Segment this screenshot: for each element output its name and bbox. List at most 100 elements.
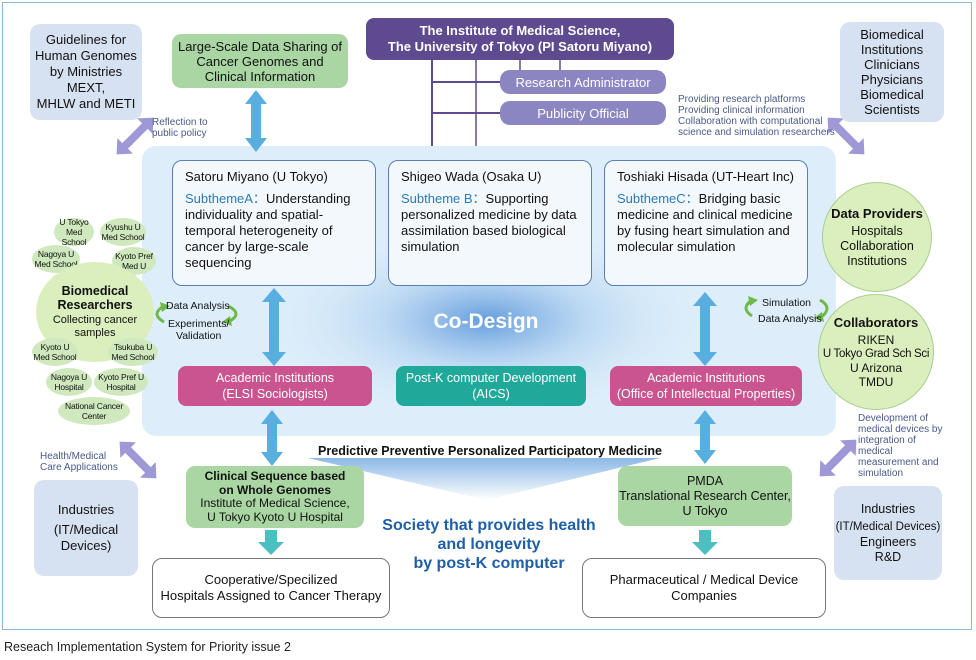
pmda-box: PMDA Translational Research Center, U To… [618,466,792,526]
collaborators-circle: Collaborators RIKEN U Tokyo Grad Sch Sci… [818,294,934,410]
theme-c-name: Toshiaki Hisada (UT-Heart Inc) [617,169,794,184]
collaborators-line: TMDU [858,375,894,389]
theme-c-text: Bridging basic medicine and clinical med… [617,191,793,254]
data-providers-title: Data Providers [831,205,923,221]
society-line: and longevity [437,536,541,553]
oval-line: Tsukuba U [113,342,153,352]
guidelines-box: Guidelines for Human Genomes by Ministri… [30,24,142,120]
health-apps-note: Health/Medical Care Applications [40,451,118,473]
collaborators-line: RIKEN [857,333,895,347]
right-loop-top: Simulation [762,297,812,309]
data-providers-line: Collaboration [840,238,914,253]
researchers-subtitle: Collecting cancer [52,314,138,326]
academic-right-line: Academic Institutions [646,371,766,385]
bio-inst-line: Scientists [864,102,920,117]
oval-line: Nagoya U [37,249,75,259]
oval-line: Hospital [54,382,84,392]
bio-inst-line: Biomedical [860,87,924,102]
arrow-industries-left [119,441,157,479]
pmda-line: PMDA [686,473,724,488]
institute-line1: The Institute of Medical Science, [419,23,621,38]
coop-hospitals-line: Hospitals Assigned to Cancer Therapy [160,588,382,603]
loop-line: Experiments/ [168,318,230,330]
arrow-themeC-academic [693,292,717,366]
bio-institutions-box: Biomedical Institutions Clinicians Physi… [840,22,944,122]
guidelines-line: MHLW and METI [36,96,136,111]
industries-right-line: (IT/Medical Devices) [835,520,941,533]
society-line: Society that provides health [382,517,596,534]
society-line: by post-K computer [413,555,565,572]
oval-line: Kyoto U [40,342,70,352]
subtheme-b-box: Shigeo Wada (Osaka U) Subtheme B：Support… [388,160,592,286]
arrow-datasharing [245,90,267,152]
note-line: Collaboration with computational [678,116,823,127]
industries-right-box: Industries (IT/Medical Devices) Engineer… [834,486,942,580]
oval-line: National Cancer [65,401,123,411]
industries-right-line: R&D [874,549,902,564]
oval-line: Med School [33,352,77,362]
theme-a-name: Satoru Miyano (U Tokyo) [185,169,328,184]
oval-line: Med U [121,261,147,271]
academic-left-line: Academic Institutions [215,371,335,385]
oval-line: Nagoya U [50,372,88,382]
loop-line: Validation [175,330,222,342]
oval-line: Center [81,411,107,421]
bio-inst-line: Institutions [860,42,924,57]
data-providers-line: Hospitals [851,223,903,238]
note-line: measurement and [858,457,939,468]
left-loop-bottom: Experiments/ Validation [168,318,229,342]
arrow-themeA-academic [262,288,286,366]
researchers-title: Biomedical [61,284,129,298]
clinical-sequence-box: Clinical Sequence based on Whole Genomes… [186,466,364,528]
bio-inst-line: Clinicians [864,57,920,72]
theme-a-label: SubthemeA： [185,191,266,206]
note-line: science and simulation researchers [678,127,835,138]
clinical-seq-line: U Tokyo Kyoto U Hospital [207,509,343,524]
clinical-seq-line: Institute of Medical Science, [200,496,350,510]
researchers-subtitle: samples [74,327,116,339]
oval-line: Hospital [106,382,136,392]
note-line: Providing clinical information [678,105,805,116]
guidelines-line: by Ministries MEXT, [49,64,123,95]
data-providers-circle: Data Providers Hospitals Collaboration I… [822,182,932,292]
coop-hospitals-box: Cooperative/Specilized Hospitals Assigne… [152,558,390,618]
arrow-pmda-pharma [692,530,718,555]
arrow-industries-right [819,439,857,477]
note-line: Reflection to [152,117,208,128]
coop-hospitals-line: Cooperative/Specilized [204,572,338,587]
researchers-title: Researchers [57,298,133,312]
guidelines-line: Guidelines for [45,32,127,47]
bio-inst-line: Biomedical [860,27,924,42]
teal-arrows [258,530,718,555]
note-line: medical [858,446,893,457]
publicity-label: Publicity Official [537,105,629,121]
diagram-frame [2,2,972,630]
note-line: public policy [152,128,207,139]
pharma-box: Pharmaceutical / Medical Device Companie… [582,558,826,618]
left-loop-top: Data Analysis [166,300,230,312]
collaborators-line: U Arizona [849,361,903,375]
academic-left-line: (ELSI Sociologists) [222,387,328,401]
note-line: Care Applications [40,462,118,473]
data-sharing-line: Clinical Information [204,68,316,84]
pmda-line: Translational Research Center, [619,488,791,503]
subtheme-a-box: Satoru Miyano (U Tokyo) SubthemeA：Unders… [172,160,376,286]
theme-b-text: Supporting personalized medicine by data… [401,191,577,254]
academic-right-line: (Office of Intellectual Properties) [616,387,796,401]
arrow-clinical-coop [258,530,284,555]
p4-medicine-label: Predictive Preventive Personalized Parti… [318,444,662,458]
arrow-guidelines [116,117,154,155]
oval-line: Med School [101,232,145,242]
blue-arrows [245,90,717,466]
society-text: Society that provides health and longevi… [364,516,614,573]
collaborators-title: Collaborators [833,315,919,330]
institute-header: The Institute of Medical Science, The Un… [366,18,674,60]
figure-caption: Reseach Implementation System for Priori… [4,640,291,654]
collaborators-line: U Tokyo Grad Sch Sci [822,348,930,360]
